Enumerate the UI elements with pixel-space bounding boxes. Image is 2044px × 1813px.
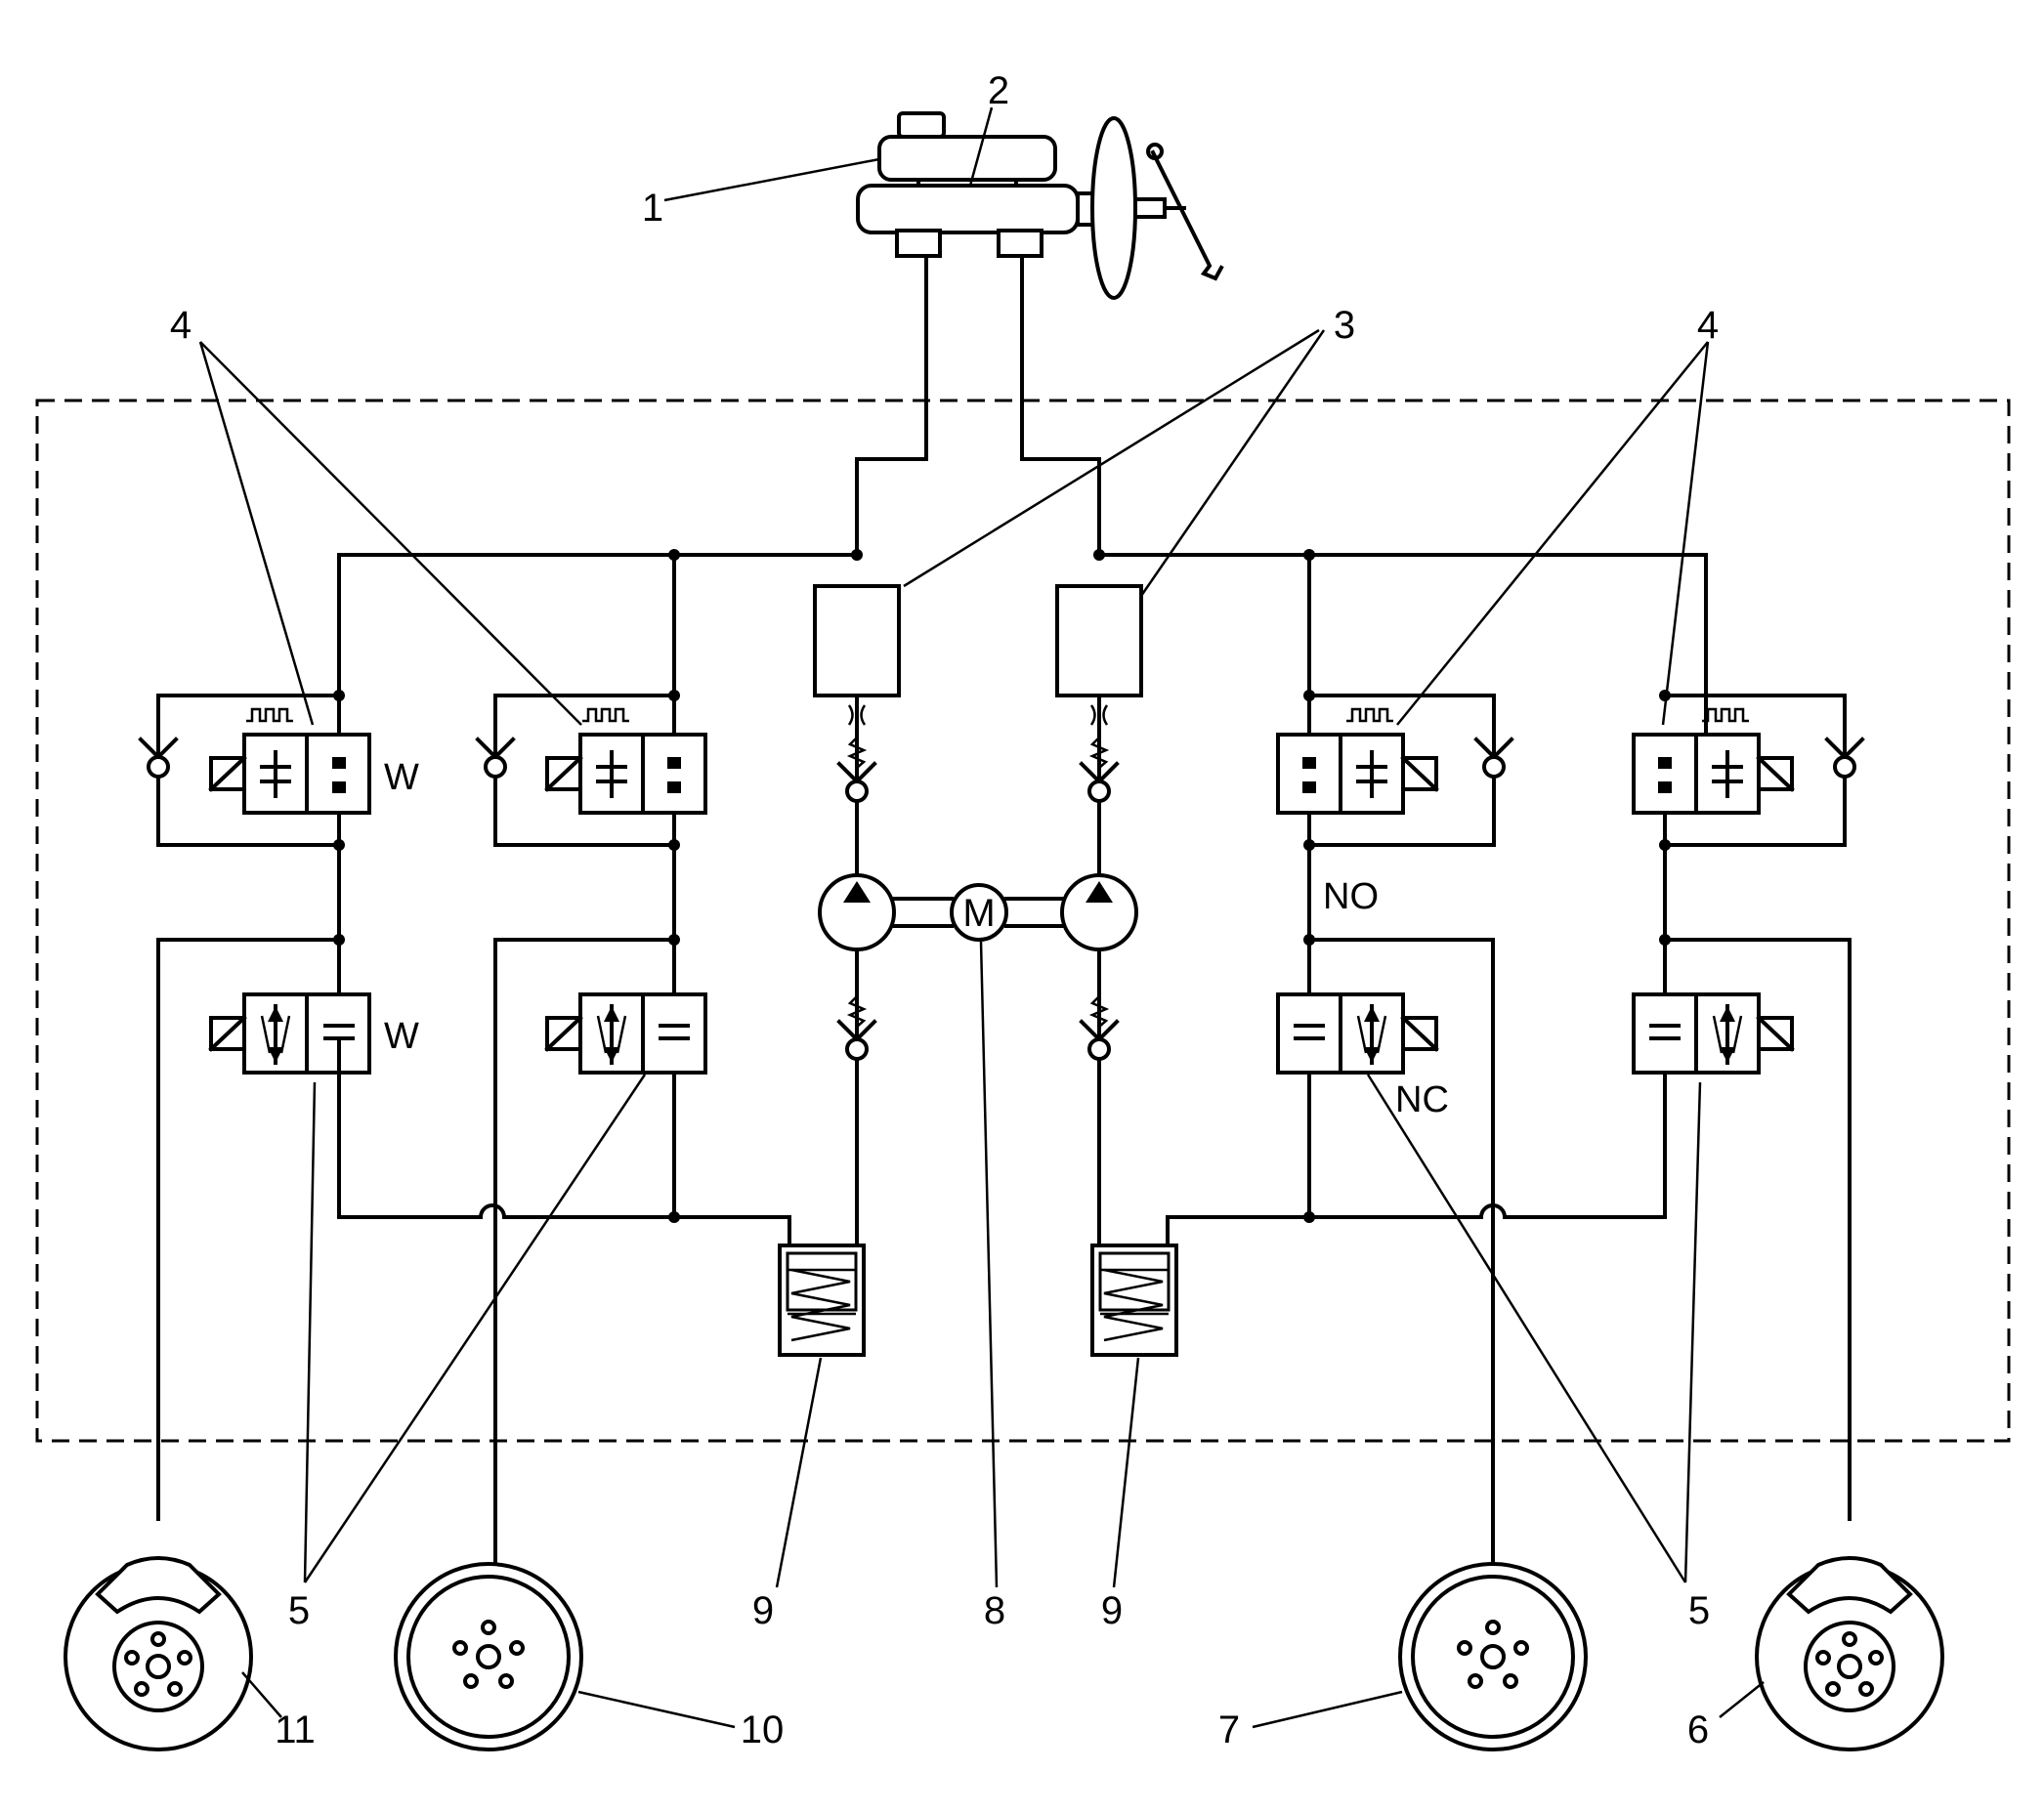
damper-right	[1055, 584, 1143, 697]
outlet-valve-left-rear	[545, 992, 707, 1075]
label-normally-open: NO	[1323, 876, 1379, 917]
junction-dots	[333, 549, 1671, 1223]
outlet-valve-right-rear	[1276, 992, 1438, 1075]
outlet-valve-left-front	[209, 992, 371, 1075]
callout-4-right: 4	[1697, 304, 1719, 347]
brake-pedal	[1146, 143, 1224, 281]
outlet-valve-right-front	[1632, 992, 1794, 1075]
label-normally-closed: NC	[1395, 1079, 1449, 1120]
inlet-valve-left-rear	[545, 707, 707, 815]
drum-brake-left-rear	[394, 1562, 583, 1751]
disc-brake-left-front	[64, 1556, 253, 1751]
callout-6: 6	[1687, 1708, 1709, 1751]
inlet-valve-right-rear	[1276, 707, 1438, 815]
callout-3: 3	[1334, 304, 1355, 347]
hydraulic-lines	[156, 254, 1852, 1565]
pump-check-valves	[837, 737, 1119, 1061]
callout-4-left: 4	[170, 304, 192, 347]
disc-brake-right-front	[1755, 1556, 1944, 1751]
drum-brake-right-rear	[1398, 1562, 1588, 1751]
callout-2: 2	[988, 69, 1009, 112]
svg-text:M: M	[962, 892, 995, 935]
callout-1: 1	[642, 187, 663, 230]
inlet-valve-right-front	[1632, 707, 1794, 815]
damper-left	[813, 584, 901, 697]
inlet-valve-left-front	[209, 707, 371, 815]
pump-left	[818, 873, 896, 951]
callout-10: 10	[741, 1708, 785, 1751]
label-w-inlet: W	[384, 757, 419, 798]
accumulator-left	[778, 1244, 866, 1357]
brake-booster	[1076, 116, 1186, 300]
label-w-outlet: W	[384, 1016, 419, 1057]
callout-9-left: 9	[752, 1589, 774, 1632]
master-cylinder	[856, 111, 1080, 258]
orifice-symbols	[847, 704, 1109, 726]
callout-8: 8	[984, 1589, 1005, 1632]
callout-11: 11	[275, 1708, 316, 1751]
callout-7: 7	[1218, 1708, 1240, 1751]
leader-lines	[198, 106, 1765, 1729]
callout-9-right: 9	[1101, 1589, 1123, 1632]
callout-5-right: 5	[1688, 1589, 1710, 1632]
pump-motor: M	[950, 883, 1008, 942]
modulator-housing	[35, 399, 2011, 1443]
callout-5-left: 5	[288, 1589, 310, 1632]
accumulator-right	[1090, 1244, 1178, 1357]
pump-right	[1060, 873, 1138, 951]
